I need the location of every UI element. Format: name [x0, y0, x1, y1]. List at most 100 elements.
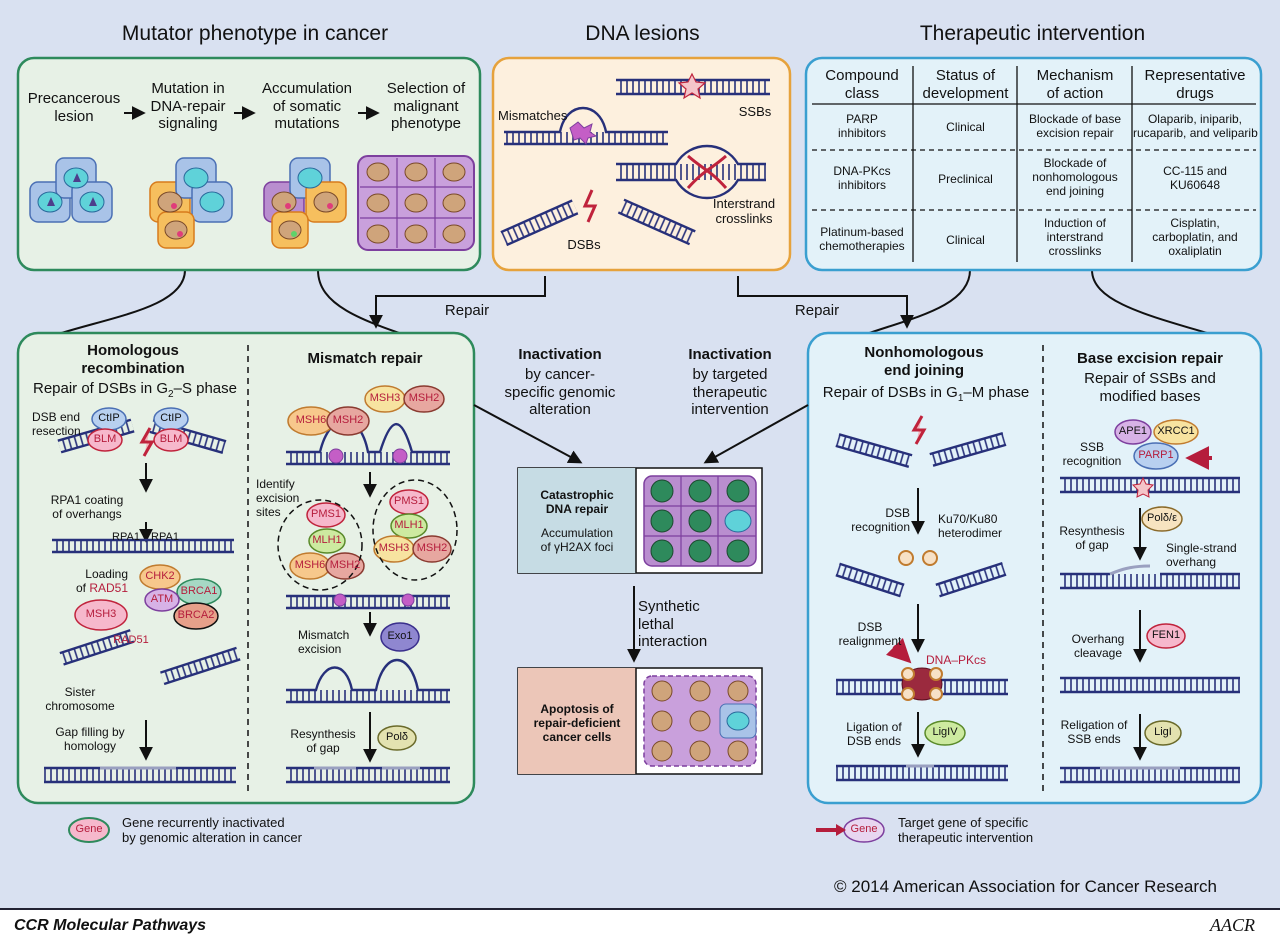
lesion-ssbs: SSBs: [738, 104, 772, 119]
protein-msh6: MSH6: [294, 559, 326, 571]
protein-ctip: CtIP: [98, 412, 120, 424]
connector-curves: [39, 269, 1231, 341]
mmr-excision: Mismatch excision: [298, 628, 350, 657]
protein-chk2: CHK2: [145, 570, 175, 582]
lesion-dsbs: DSBs: [567, 237, 601, 252]
nhej-ku: Ku70/Ku80 heterodimer: [938, 512, 1003, 541]
hr-rpa-coating: RPA1 coating of overhangs: [50, 493, 124, 522]
catastrophic-cells: [643, 475, 757, 567]
ber-overhang: Overhang cleavage: [1071, 632, 1125, 661]
table-cell: CC-115 and KU60648: [1163, 164, 1227, 193]
repair-label-right: Repair: [794, 302, 840, 319]
inact2-title: Inactivation: [688, 346, 772, 363]
inact1-title: Inactivation: [518, 346, 602, 363]
protein-xrcc1: XRCC1: [1157, 425, 1195, 437]
step-arrows: [139, 463, 1147, 763]
aacr-logo: AACR: [1210, 915, 1255, 935]
table-cell: Platinum-based chemotherapies: [819, 225, 905, 254]
table-header-0: Compound class: [825, 67, 899, 102]
title-therapeutic: Therapeutic intervention: [919, 22, 1146, 45]
protein-shapes: [68, 385, 1199, 843]
ber-single: Single-strand overhang: [1166, 541, 1237, 570]
ber-subtitle: Repair of SSBs and modified bases: [1084, 370, 1216, 405]
legend-gene-left: Gene: [75, 823, 103, 835]
ber-resynth: Resynthesis of gap: [1059, 524, 1125, 553]
repair-arrows: [369, 276, 914, 329]
mmr-title: Mismatch repair: [307, 350, 423, 367]
mmr-identify: Identify excision sites: [256, 477, 300, 520]
protein-msh2: MSH2: [408, 392, 440, 404]
inact2-sub: by targeted therapeutic intervention: [691, 366, 769, 419]
footer-bar: CCR Molecular Pathways AACR: [0, 908, 1280, 941]
cells-malignant: [357, 155, 475, 251]
table-cell: Clinical: [946, 233, 985, 247]
hr-mmr-panel: [16, 331, 476, 805]
table-cell: Clinical: [946, 120, 985, 134]
ber-title: Base excision repair: [1077, 350, 1223, 367]
nhej-realign: DSB realignment: [838, 620, 902, 649]
table-grid: [812, 66, 1256, 262]
nhej-subtitle: Repair of DSBs in G1–M phase: [822, 384, 1030, 404]
protein-pold: Polδ: [385, 731, 409, 743]
protein-msh2: MSH2: [329, 559, 361, 571]
title-mutator: Mutator phenotype in cancer: [121, 22, 389, 45]
break-marks: [139, 415, 927, 457]
table-cell: Blockade of nonhomologous end joining: [1032, 156, 1118, 199]
lesion-drawings: [500, 72, 770, 247]
nhej-dsb-recog: DSB recognition: [851, 506, 910, 535]
therapy-panel: [804, 56, 1263, 272]
copyright: © 2014 American Association for Cancer R…: [834, 877, 1217, 896]
protein-brca2: BRCA2: [177, 609, 215, 621]
lesion-interstrand: Interstrand crosslinks: [712, 196, 776, 227]
dnapkcs-complex: [901, 667, 943, 701]
protein-msh6: MSH6: [295, 414, 327, 426]
protein-blm: BLM: [159, 433, 183, 445]
cells-accumulation: [263, 157, 347, 249]
protein-blm: BLM: [93, 433, 117, 445]
nhej-title: Nonhomologous end joining: [864, 344, 984, 379]
protein-msh3: MSH3: [85, 608, 117, 620]
footer-journal: CCR Molecular Pathways: [14, 917, 207, 934]
ku-rings: [898, 550, 938, 566]
protein-msh2: MSH2: [416, 542, 448, 554]
legend-gene-right: Gene: [850, 823, 878, 835]
hr-subtitle: Repair of DSBs in G2–S phase: [32, 380, 237, 400]
table-cell: Cisplatin, carboplatin, and oxaliplatin: [1152, 216, 1238, 259]
protein-exo1: Exo1: [387, 630, 413, 642]
legend-right-text: Target gene of specific therapeutic inte…: [898, 815, 1034, 846]
inact1-sub: by cancer- specific genomic alteration: [504, 366, 616, 419]
nhej-dnapkcs: DNA–PKcs: [926, 653, 987, 667]
cells-precancerous: [29, 157, 113, 223]
lesion-mismatches: Mismatches: [498, 108, 568, 123]
mmr-resynth: Resynthesis of gap: [290, 727, 356, 756]
apoptosis-label: Apoptosis of repair-deficient cancer cel…: [533, 702, 621, 745]
table-cell: Olaparib, iniparib, rucaparib, and velip…: [1133, 112, 1258, 141]
protein-ligiv: LigIV: [932, 726, 958, 738]
table-header-2: Mechanism of action: [1036, 67, 1114, 102]
protein-polde: Polδ/ε: [1147, 512, 1177, 524]
table-cell: DNA-PKcs inhibitors: [833, 164, 891, 193]
ber-ssb-recog: SSB recognition: [1062, 440, 1122, 469]
nhej-ligation: Ligation of DSB ends: [846, 720, 902, 749]
step-selection: Selection of malignant phenotype: [386, 80, 466, 133]
protein-ligi: LigI: [1154, 726, 1172, 738]
table-header-3: Representative drugs: [1144, 67, 1246, 102]
protein-msh3: MSH3: [378, 542, 410, 554]
step-precancerous: Precancerous lesion: [27, 90, 121, 125]
hr-dsb-end: DSB end resection: [32, 410, 81, 439]
hr-rpa1-b: RPA1: [151, 531, 179, 543]
table-header-1: Status of development: [922, 67, 1009, 102]
table-cell: Preclinical: [938, 172, 993, 186]
accumulation-label: Accumulation of γH2AX foci: [540, 526, 614, 555]
legend-left-text: Gene recurrently inactivated by genomic …: [122, 815, 302, 846]
protein-pms1: PMS1: [311, 508, 341, 520]
step-accumulation: Accumulation of somatic mutations: [261, 80, 353, 133]
step-mutation: Mutation in DNA-repair signaling: [150, 80, 226, 133]
hr-rad51-label: RAD51: [113, 634, 149, 646]
title-lesions: DNA lesions: [585, 22, 700, 45]
cells-mutation: [149, 157, 233, 249]
protein-fen1: FEN1: [1151, 629, 1181, 641]
protein-atm: ATM: [150, 593, 174, 605]
